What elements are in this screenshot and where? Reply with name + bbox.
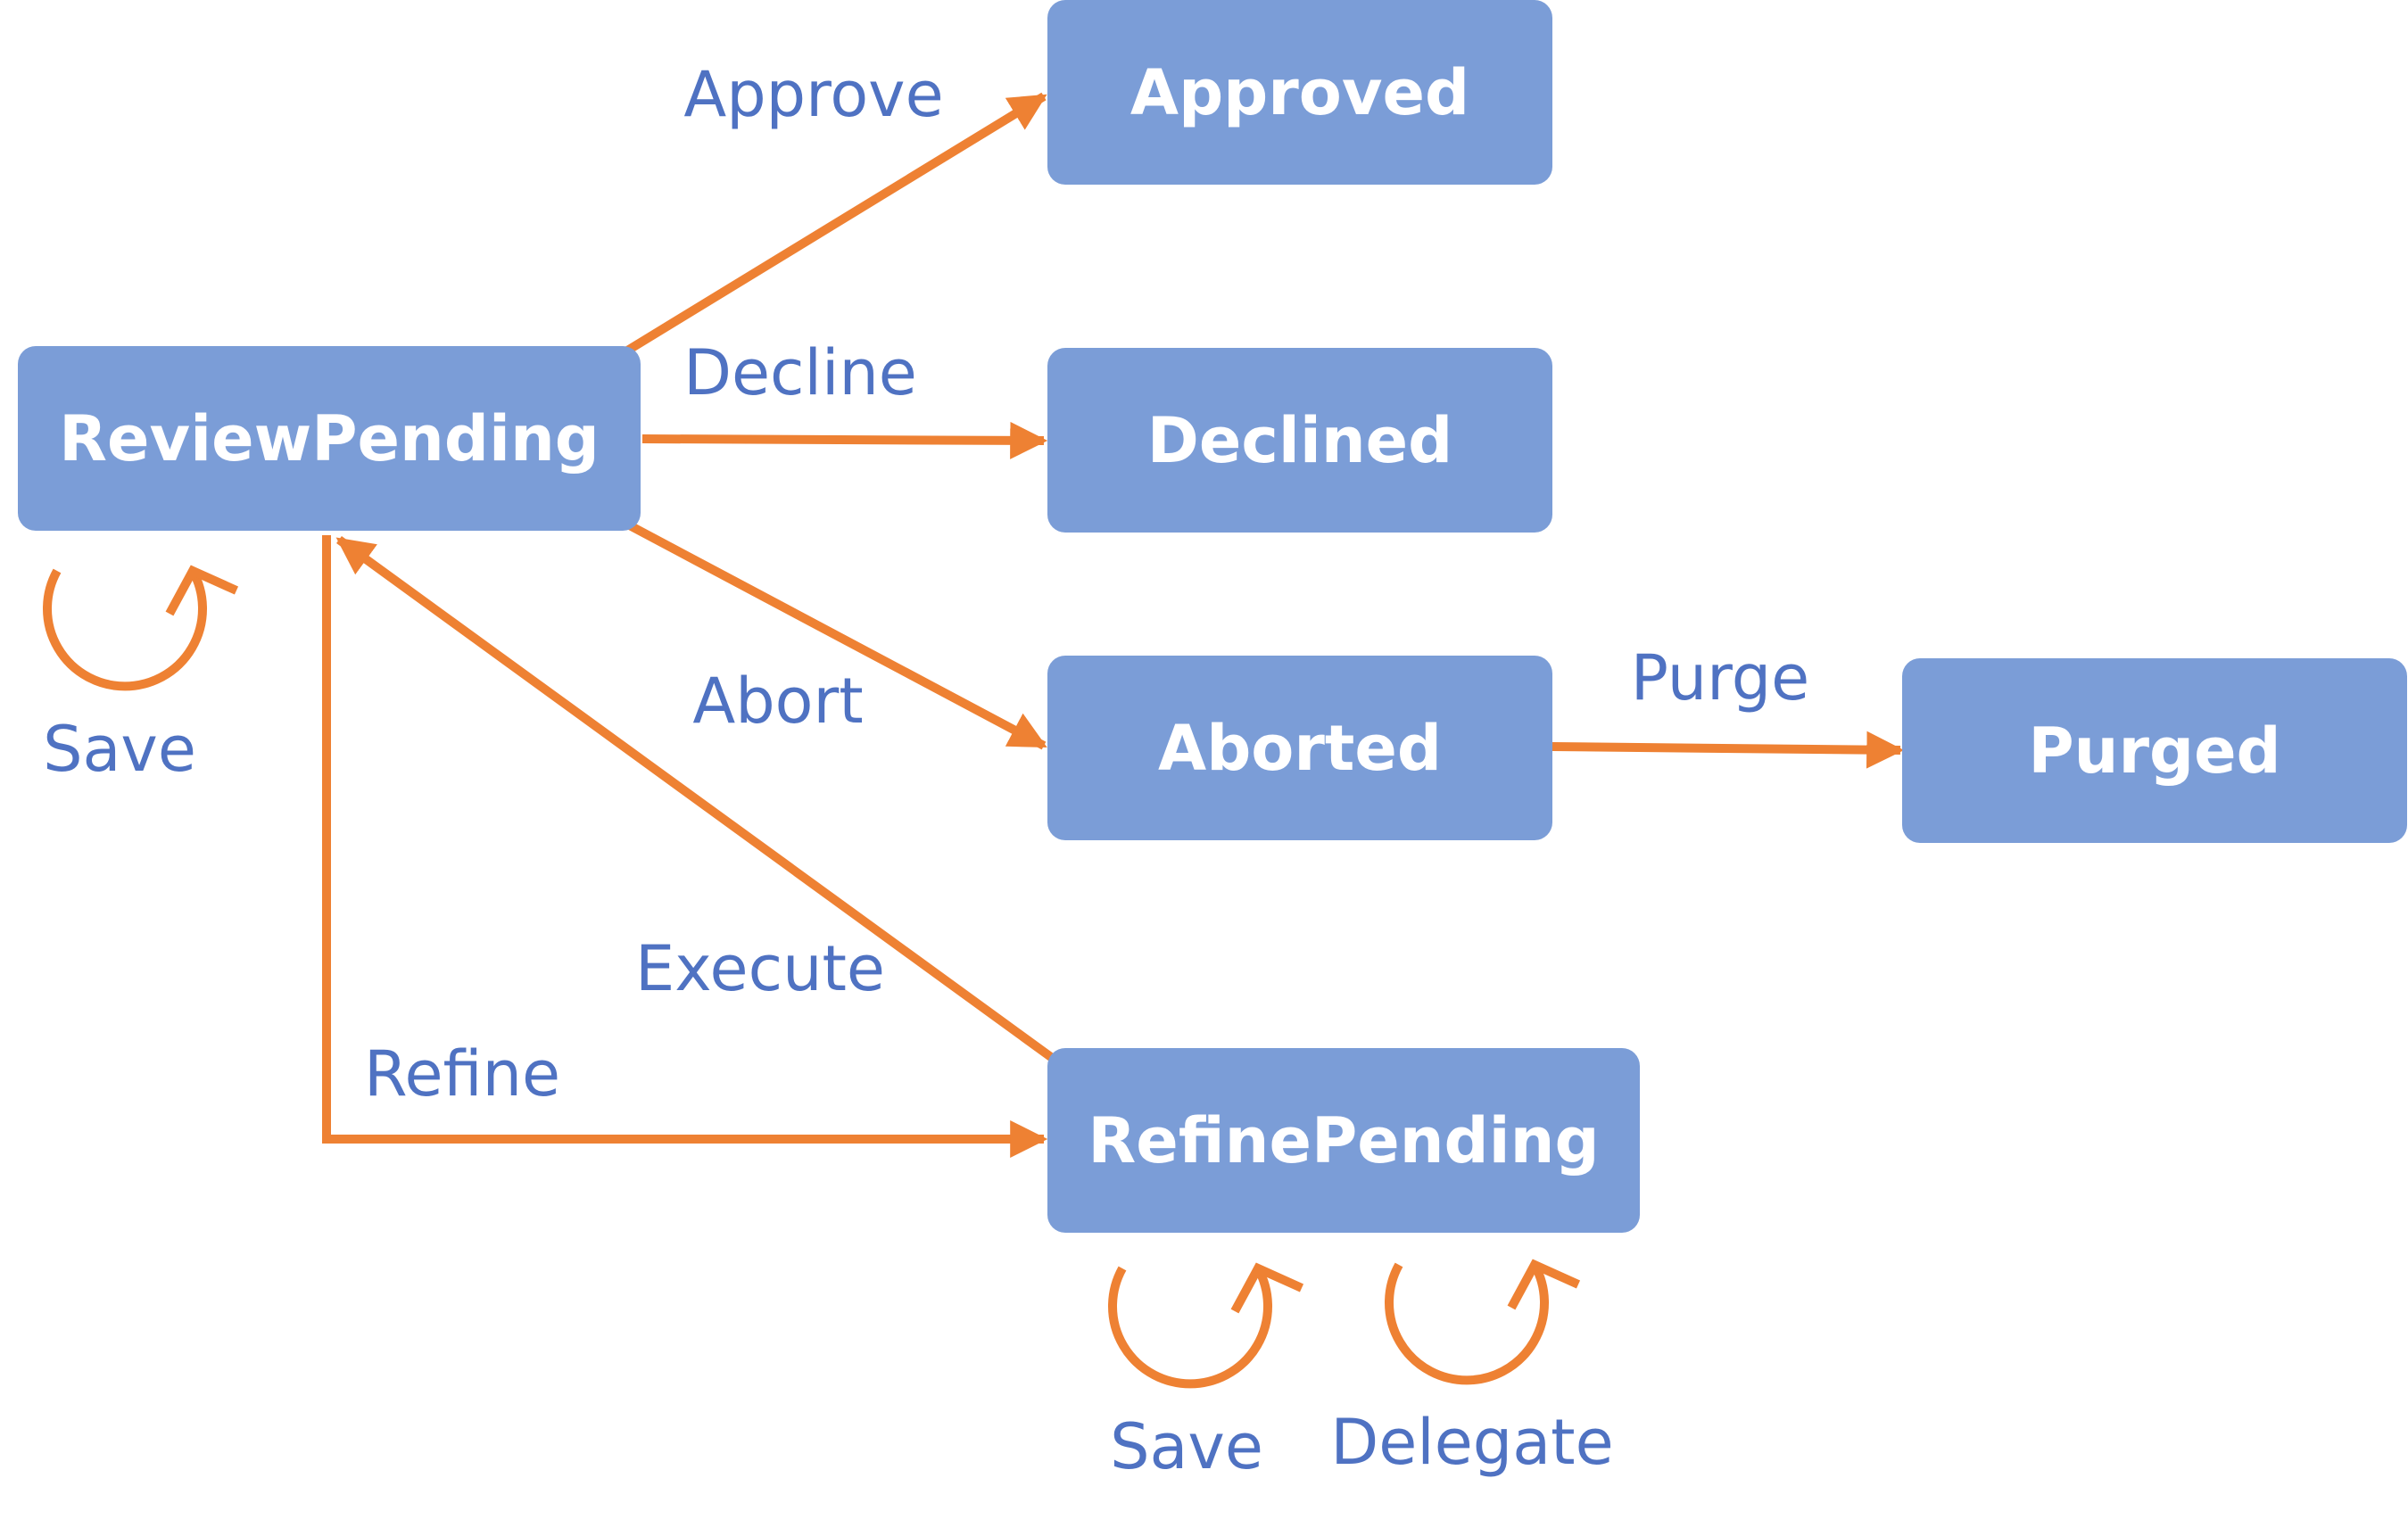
- edge-approve: [622, 92, 1047, 357]
- state-refine-pending: RefinePending: [1047, 1048, 1640, 1233]
- edge-label-decline: Decline: [683, 336, 917, 409]
- edge-label-execute: Execute: [635, 932, 885, 1005]
- state-aborted: Aborted: [1047, 656, 1552, 840]
- loop-refine-delegate: [1385, 1259, 1581, 1385]
- state-purged-label: Purged: [2028, 714, 2280, 788]
- loop-review-save: [43, 565, 239, 691]
- state-review-pending: ReviewPending: [18, 346, 641, 531]
- edge-label-approve: Approve: [683, 58, 943, 131]
- state-aborted-label: Aborted: [1158, 712, 1442, 785]
- state-approved-label: Approved: [1130, 56, 1469, 129]
- state-declined-label: Declined: [1147, 404, 1452, 477]
- edge-label-refine-delegate: Delegate: [1330, 1406, 1613, 1479]
- state-review-pending-label: ReviewPending: [59, 402, 600, 475]
- edge-label-refine-save: Save: [1110, 1410, 1263, 1483]
- edge-abort: [622, 518, 1047, 750]
- state-approved: Approved: [1047, 0, 1552, 185]
- state-purged: Purged: [1902, 658, 2407, 843]
- loop-refine-save: [1108, 1262, 1304, 1389]
- edge-purge: [1552, 731, 1905, 769]
- edge-label-review-save: Save: [43, 713, 196, 786]
- edge-label-purge: Purge: [1631, 641, 1809, 714]
- state-declined: Declined: [1047, 348, 1552, 533]
- edge-label-abort: Abort: [692, 665, 863, 738]
- edge-execute: [335, 535, 1057, 1064]
- state-refine-pending-label: RefinePending: [1088, 1104, 1599, 1177]
- edge-label-refine: Refine: [364, 1037, 560, 1111]
- edge-refine: [322, 535, 1048, 1158]
- edge-decline: [641, 421, 1048, 459]
